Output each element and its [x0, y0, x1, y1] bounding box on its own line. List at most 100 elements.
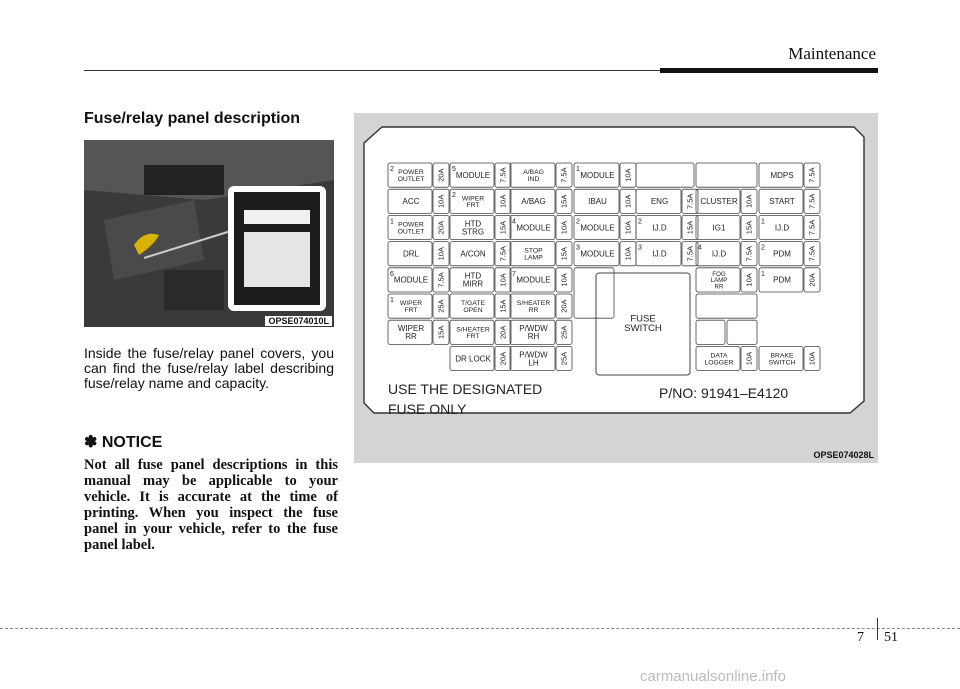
fuse-name-box — [635, 241, 682, 267]
empty-slot — [695, 319, 726, 345]
fuse-amp-box — [494, 241, 512, 267]
fuse-name: IBAU — [588, 197, 607, 206]
fuse-amp: 15A — [499, 221, 508, 234]
fuse-name-box — [449, 293, 495, 319]
fuse-amp-box — [803, 162, 821, 188]
fuse-name-box — [573, 188, 620, 214]
fuse-amp: 10A — [745, 195, 754, 208]
fuse-amp: 7.5A — [499, 167, 508, 182]
fuse-amp: 7.5A — [808, 220, 817, 235]
notice-paragraph: Not all fuse panel descriptions in this … — [84, 457, 338, 553]
fuse-amp: 10A — [624, 247, 633, 260]
page-number: 51 — [884, 630, 898, 645]
fuse-name-box — [387, 319, 433, 345]
fuse-name: IJ.D — [652, 250, 666, 259]
fuse-amp: 20A — [499, 352, 508, 365]
empty-slot — [726, 319, 758, 345]
fuse-name: ACC — [403, 197, 420, 206]
fuse-amp: 25A — [560, 326, 569, 339]
fuse-amp: 10A — [437, 247, 446, 260]
fuse-name: IJ.D — [712, 250, 726, 259]
fuse-index: 4 — [512, 218, 516, 225]
fuse-name-box — [695, 345, 741, 371]
watermark: carmanualsonline.info — [640, 668, 786, 685]
fuse-index: 6 — [390, 271, 394, 278]
fuse-name: MODULE — [580, 171, 614, 180]
fuse-name: ENG — [651, 197, 668, 206]
photo-illustration — [84, 140, 334, 327]
fuse-name: DR LOCK — [455, 354, 491, 363]
fuse-name-box — [449, 319, 495, 345]
fuse-index: 2 — [452, 192, 456, 199]
fuse-amp: 20A — [437, 168, 446, 181]
fuse-name-box — [449, 345, 495, 371]
fuse-index: 1 — [390, 297, 394, 304]
designated-fuse-line1: USE THE DESIGNATED — [388, 381, 542, 397]
fuse-amp-box — [555, 267, 573, 293]
fuse-name-box — [509, 162, 556, 188]
fuse-index: 5 — [452, 166, 456, 173]
fuse-name-box — [573, 215, 620, 241]
fuse-name: IJ.D — [775, 223, 789, 232]
fuse-name: MODULE — [456, 171, 490, 180]
fuse-index: 1 — [761, 271, 765, 278]
fuse-amp-box — [740, 345, 758, 371]
fuse-amp: 7.5A — [686, 246, 695, 261]
fuse-amp-box — [432, 188, 450, 214]
fuse-amp: 7.5A — [808, 246, 817, 261]
empty-slot — [573, 267, 615, 319]
fuse-amp: 15A — [437, 326, 446, 339]
fuse-amp: 10A — [624, 221, 633, 234]
fuse-name-box — [509, 345, 556, 371]
fuse-amp: 10A — [560, 273, 569, 286]
fuse-amp-box — [494, 162, 512, 188]
fuse-index: 1 — [390, 218, 394, 225]
fuse-amp: 7.5A — [808, 167, 817, 182]
fuse-name-box — [758, 241, 804, 267]
fuse-name-box — [449, 241, 495, 267]
fuse-amp-box — [740, 188, 758, 214]
fuse-name-box — [387, 267, 433, 293]
fuse-name-box — [635, 215, 682, 241]
fuse-name: MDPS — [770, 171, 793, 180]
body-paragraph: Inside the fuse/relay panel covers, you … — [84, 345, 334, 391]
fuse-cell: 1IJ.D 7.5A — [758, 215, 821, 241]
fuse-name-box — [509, 241, 556, 267]
fuse-index: 4 — [698, 245, 702, 252]
fuse-amp: 7.5A — [686, 194, 695, 209]
fuse-amp: 25A — [437, 299, 446, 312]
fuse-index: 1 — [761, 218, 765, 225]
fuse-amp-box — [494, 188, 512, 214]
fuse-index: 3 — [576, 245, 580, 252]
empty-slot — [695, 293, 758, 319]
fuse-name: PDM — [773, 276, 791, 285]
fuse-name-box — [695, 215, 741, 241]
fuse-amp: 10A — [745, 273, 754, 286]
fuse-name-box — [509, 215, 556, 241]
fuse-amp-box — [681, 241, 699, 267]
fuse-amp-box — [432, 162, 450, 188]
fuse-amp-box — [494, 267, 512, 293]
fuse-amp-box — [803, 188, 821, 214]
